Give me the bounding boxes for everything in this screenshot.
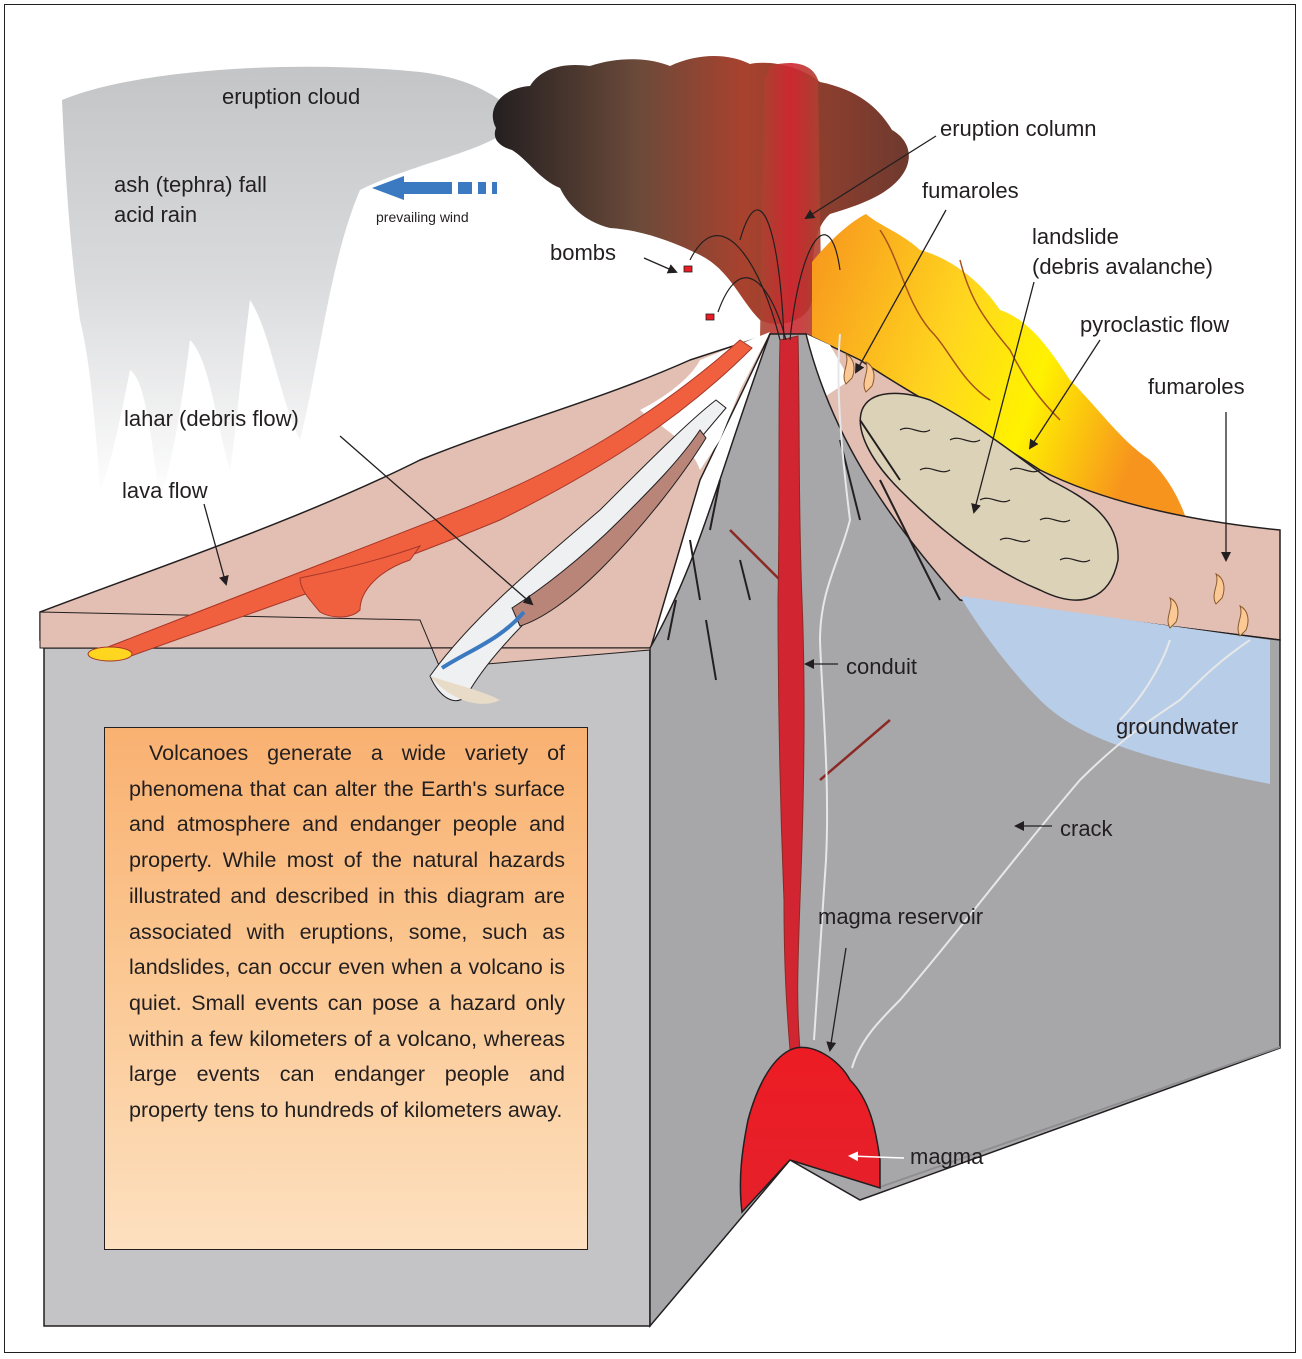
label-debris-avalanche: (debris avalanche)	[1032, 254, 1213, 280]
bomb	[684, 266, 692, 272]
label-pyroclastic-flow: pyroclastic flow	[1080, 312, 1229, 338]
label-lava-flow: lava flow	[122, 478, 208, 504]
wind-arrow	[372, 176, 497, 200]
label-bombs: bombs	[550, 240, 616, 266]
label-lahar: lahar (debris flow)	[124, 406, 299, 432]
label-eruption-cloud: eruption cloud	[222, 84, 360, 110]
label-fumaroles-right: fumaroles	[1148, 374, 1245, 400]
label-crack: crack	[1060, 816, 1113, 842]
label-magma: magma	[910, 1144, 983, 1170]
label-conduit: conduit	[846, 654, 917, 680]
label-groundwater: groundwater	[1116, 714, 1238, 740]
label-eruption-column: eruption column	[940, 116, 1097, 142]
label-magma-reservoir: magma reservoir	[818, 904, 983, 930]
description-box: Volcanoes generate a wide variety of phe…	[104, 727, 588, 1250]
label-acid-rain: acid rain	[114, 202, 197, 228]
bomb	[706, 314, 714, 320]
label-ash-fall: ash (tephra) fall	[114, 172, 267, 198]
label-prevailing-wind: prevailing wind	[376, 204, 469, 230]
label-fumaroles-upper: fumaroles	[922, 178, 1019, 204]
label-landslide: landslide	[1032, 224, 1119, 250]
description-text: Volcanoes generate a wide variety of phe…	[105, 728, 587, 1129]
ash-plume	[62, 67, 520, 500]
